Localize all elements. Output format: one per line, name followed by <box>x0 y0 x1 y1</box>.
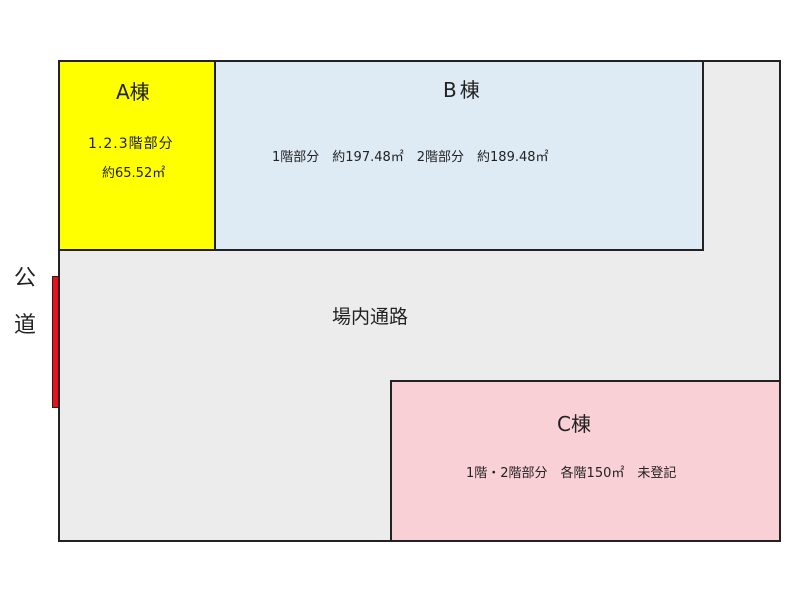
aisle-label: 場内通路 <box>332 306 409 328</box>
building-b <box>214 60 704 251</box>
building-b-info: 1階部分 約197.48㎡ 2階部分 約189.48㎡ <box>272 150 549 165</box>
building-b-name: B棟 <box>443 78 483 102</box>
building-a-name: A棟 <box>116 80 150 104</box>
building-c-info: 1階・2階部分 各階150㎡ 未登記 <box>466 466 677 481</box>
building-c-name: C棟 <box>557 412 591 436</box>
building-a-floors: 1.2.3階部分 <box>88 136 174 152</box>
building-c <box>390 380 781 542</box>
building-a-area: 約65.52㎡ <box>102 166 166 181</box>
building-a <box>58 60 216 251</box>
public-road-access-marker <box>52 276 59 408</box>
public-road-label-1: 公 <box>14 266 37 291</box>
public-road-label-2: 道 <box>14 313 37 338</box>
